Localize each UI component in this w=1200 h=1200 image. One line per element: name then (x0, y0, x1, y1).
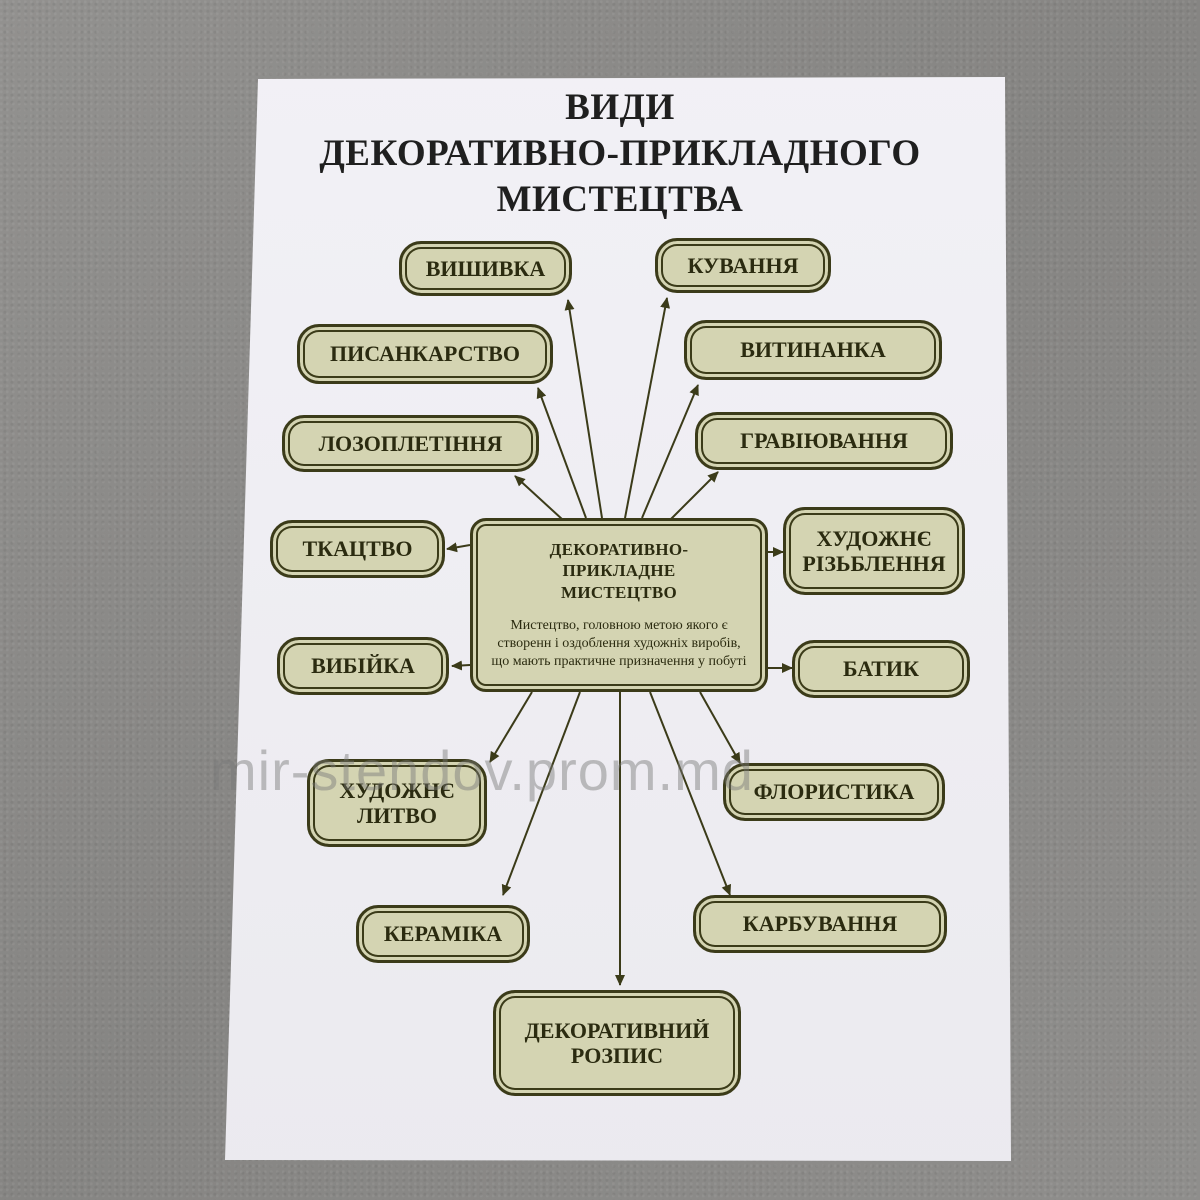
node-vytynanka: ВИТИНАНКА (684, 320, 942, 380)
center-description: Мистецтво, головною метою якого є створе… (491, 617, 747, 670)
arrow-karbuvannia (649, 691, 731, 896)
center-node: ДЕКОРАТИВНО- ПРИКЛАДНЕ МИСТЕЦТВО Мистецт… (470, 518, 768, 692)
arrow-vybiika (451, 660, 471, 671)
arrow-lozopletinnia (514, 475, 564, 521)
node-lozopletinnia: ЛОЗОПЛЕТІННЯ (282, 415, 539, 472)
arrow-florystyka (699, 691, 741, 764)
watermark: mir-stendov.prom.md (210, 739, 754, 802)
node-tkatstvo: ТКАЦТВО (270, 520, 445, 578)
center-title: ДЕКОРАТИВНО- ПРИКЛАДНЕ МИСТЕЦТВО (483, 539, 755, 603)
node-rizblennia-line2: РІЗЬБЛЕННЯ (802, 551, 946, 576)
node-dekoratyvnyi-rozpys: ДЕКОРАТИВНИЙ РОЗПИС (493, 990, 741, 1096)
node-rozpys-line2: РОЗПИС (570, 1043, 664, 1068)
node-vybiika: ВИБІЙКА (277, 637, 449, 695)
title-line-2: ДЕКОРАТИВНО-ПРИКЛАДНОГО (319, 133, 921, 174)
node-lytvo-line1: ХУДОЖНЄ (339, 777, 455, 803)
node-karbuvannia: КАРБУВАННЯ (693, 895, 947, 953)
node-florystyka: ФЛОРИСТИКА (723, 763, 945, 821)
node-kuvannia: КУВАННЯ (655, 238, 831, 293)
arrow-keramika (501, 691, 581, 896)
node-khudozhnie-rizblennia: ХУДОЖНЄ РІЗЬБЛЕННЯ (783, 507, 965, 595)
arrow-pysankarstvo (536, 387, 587, 519)
node-keramika: КЕРАМІКА (356, 905, 530, 963)
center-title-line2: ПРИКЛАДНЕ МИСТЕЦТВО (560, 561, 678, 602)
title-line-3: МИСТЕЦТВА (496, 179, 744, 220)
arrow-vyshyvka (564, 299, 603, 519)
node-rizblennia-line1: ХУДОЖНЄ (816, 525, 932, 551)
arrow-lytvo (489, 691, 533, 763)
arrow-kuvannia (624, 297, 671, 519)
node-vyshyvka: ВИШИВКА (399, 241, 572, 296)
center-title-line1: ДЕКОРАТИВНО- (549, 540, 689, 559)
node-batyk: БАТИК (792, 640, 970, 698)
node-khudozhnie-lytvo: ХУДОЖНЄ ЛИТВО (307, 759, 487, 847)
arrow-graviuvannia (669, 471, 719, 521)
node-rozpys-line1: ДЕКОРАТИВНИЙ (524, 1017, 710, 1043)
arrow-tkatstvo (446, 542, 471, 553)
node-lytvo-line2: ЛИТВО (357, 803, 437, 828)
title-line-1: ВИДИ (565, 87, 675, 128)
arrow-vytynanka (641, 384, 699, 519)
node-pysankarstvo: ПИСАНКАРСТВО (297, 324, 553, 384)
node-graviuvannia: ГРАВІЮВАННЯ (695, 412, 953, 470)
